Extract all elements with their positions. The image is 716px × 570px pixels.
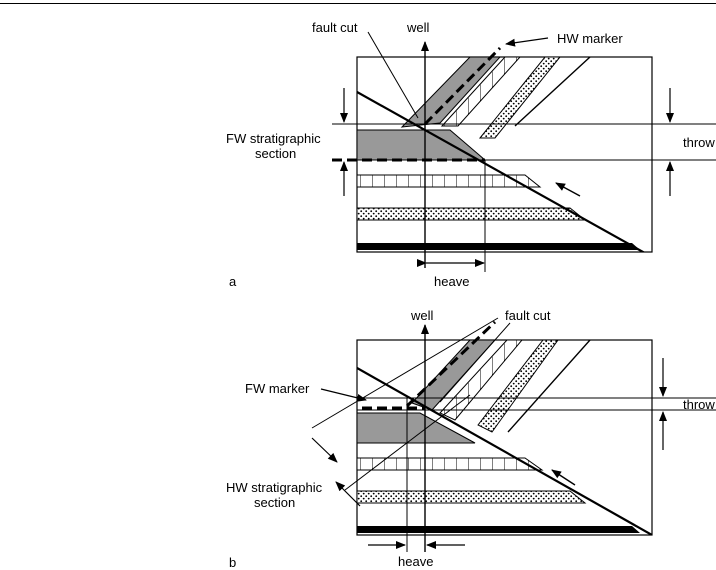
panel-b: well fault cut FW marker throw HW strati… <box>226 308 716 570</box>
fault-cut-label-a: fault cut <box>312 20 358 35</box>
hw-dotted-layer <box>480 57 560 138</box>
fw-black-layer-b <box>357 526 640 533</box>
fault-slip-arrow-b <box>552 470 575 485</box>
hw-section-label-line2: section <box>254 495 295 510</box>
fw-section-label-line1: FW stratigraphic <box>226 131 321 146</box>
fw-shale-layer <box>357 130 485 160</box>
hw-dotted-layer-b <box>478 340 558 432</box>
panel-a: fault cut well HW marker FW stratigraphi… <box>226 20 716 289</box>
fault-cut-leader <box>368 32 418 118</box>
fw-marker-leader <box>321 389 366 400</box>
hw-section-upper-bound <box>312 318 498 428</box>
well-label-a: well <box>406 20 430 35</box>
panel-a-label: a <box>229 274 237 289</box>
fw-section-label-line2: section <box>255 146 296 161</box>
well-label-b: well <box>410 308 434 323</box>
heave-label-b: heave <box>398 554 433 569</box>
fw-black-layer <box>357 243 640 250</box>
fw-brick-layer <box>357 175 540 187</box>
heave-label-a: heave <box>434 274 469 289</box>
fault-slip-arrow <box>556 183 580 196</box>
hw-marker-label: HW marker <box>557 31 623 46</box>
hw-section-arrow-1 <box>312 438 337 462</box>
panel-b-label: b <box>229 555 236 570</box>
hw-marker-leader <box>506 38 548 44</box>
fw-dotted-layer <box>357 208 585 220</box>
hw-section-label-line1: HW stratigraphic <box>226 480 323 495</box>
throw-label-b: throw <box>683 397 715 412</box>
fw-dotted-layer-b <box>357 491 585 503</box>
fault-cut-label-b: fault cut <box>505 308 551 323</box>
throw-label-a: throw <box>683 135 715 150</box>
fw-marker-label: FW marker <box>245 381 310 396</box>
